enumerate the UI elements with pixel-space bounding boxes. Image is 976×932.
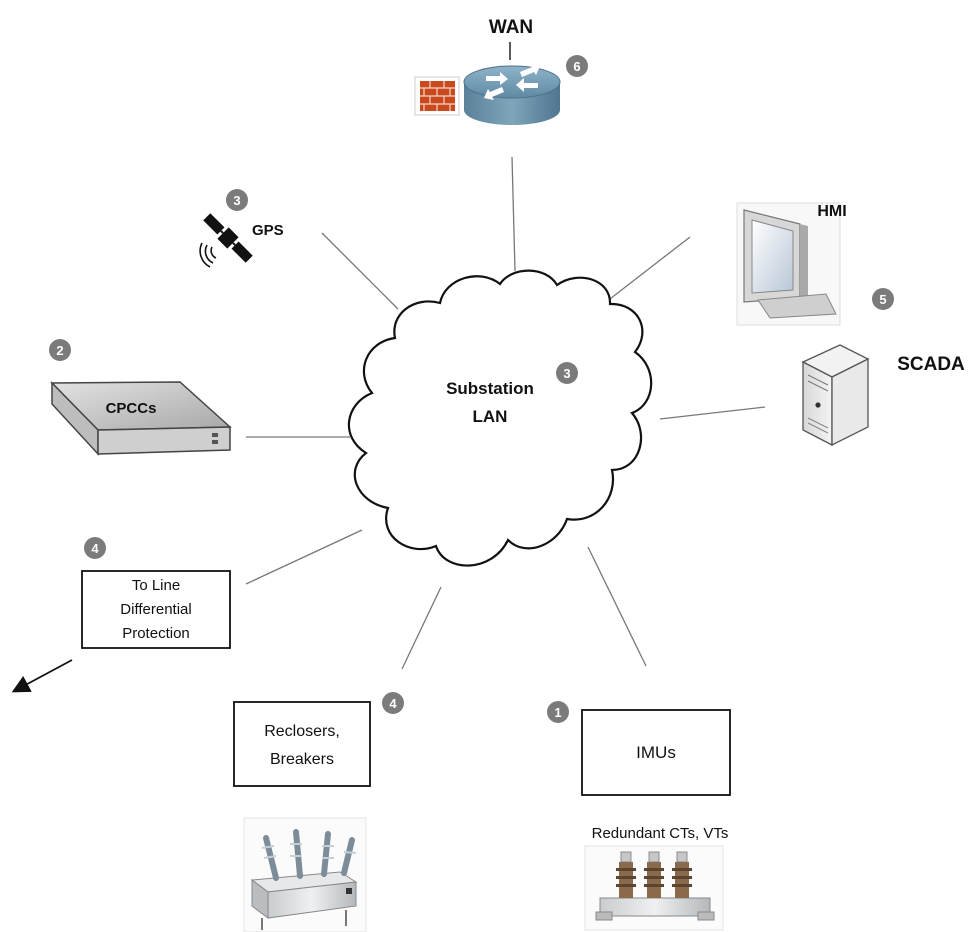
line-diff-badge: 4 xyxy=(84,537,106,559)
server-tower-icon xyxy=(801,344,870,447)
gps-label: GPS xyxy=(252,222,284,239)
link-imus xyxy=(587,546,647,667)
router-icon xyxy=(463,64,561,125)
svg-text:4: 4 xyxy=(91,541,99,556)
imus-box xyxy=(581,709,731,796)
svg-text:6: 6 xyxy=(573,59,580,74)
scada-group: 5 SCADA xyxy=(801,288,965,447)
svg-text:1: 1 xyxy=(554,705,561,720)
reclosers-box xyxy=(233,701,371,787)
cpccs-group: 2 CPCCs xyxy=(49,339,232,456)
cpccs-label: CPCCs xyxy=(106,400,157,417)
svg-text:4: 4 xyxy=(389,696,397,711)
scada-badge: 5 xyxy=(872,288,894,310)
arrow-icon xyxy=(11,659,73,693)
gps-group: 3 GPS xyxy=(199,189,284,268)
network-appliance-icon xyxy=(50,381,232,456)
substation-lan-cloud: Substation LAN 3 xyxy=(348,269,653,567)
cpccs-badge: 2 xyxy=(49,339,71,361)
scada-label: SCADA xyxy=(897,354,965,375)
satellite-icon xyxy=(203,213,253,263)
monitor-icon xyxy=(736,202,841,326)
link-reclosers xyxy=(401,586,442,670)
lan-label-line1: Substation xyxy=(446,379,534,398)
line-diff-line1: To Line xyxy=(132,577,180,594)
reclosers-line2: Breakers xyxy=(270,751,334,768)
gps-badge: 3 xyxy=(226,189,248,211)
connection-lines xyxy=(245,42,766,670)
line-diff-box xyxy=(81,570,231,649)
link-scada xyxy=(659,406,766,420)
hmi-group: HMI xyxy=(736,202,847,326)
lan-label-line2: LAN xyxy=(473,407,508,426)
svg-text:5: 5 xyxy=(879,292,886,307)
line-diff-line3: Protection xyxy=(122,625,190,642)
reclosers-group: 4 Reclosers, Breakers xyxy=(233,692,404,932)
line-diff-line2: Differential xyxy=(120,601,191,618)
firewall-icon xyxy=(414,76,460,116)
imus-group: 1 IMUs Redundant CTs, VTs xyxy=(547,701,731,931)
link-gps xyxy=(321,232,399,310)
wan-group: WAN xyxy=(414,17,588,125)
lan-badge: 3 xyxy=(556,362,578,384)
svg-text:3: 3 xyxy=(563,366,570,381)
wan-badge: 6 xyxy=(566,55,588,77)
imus-caption: Redundant CTs, VTs xyxy=(592,825,729,842)
link-line-diff xyxy=(245,529,363,585)
svg-text:3: 3 xyxy=(233,193,240,208)
link-hmi xyxy=(605,236,691,303)
imus-label: IMUs xyxy=(636,743,676,762)
recloser-image xyxy=(243,817,367,932)
svg-text:2: 2 xyxy=(56,343,63,358)
signal-waves-icon xyxy=(199,242,217,268)
wan-label: WAN xyxy=(489,17,533,38)
line-diff-group: 4 To Line Differential Protection xyxy=(11,537,231,693)
link-wan xyxy=(511,156,516,272)
reclosers-line1: Reclosers, xyxy=(264,723,340,740)
instrument-transformer-image xyxy=(584,845,724,931)
imus-badge: 1 xyxy=(547,701,569,723)
hmi-label: HMI xyxy=(817,203,846,220)
reclosers-badge: 4 xyxy=(382,692,404,714)
